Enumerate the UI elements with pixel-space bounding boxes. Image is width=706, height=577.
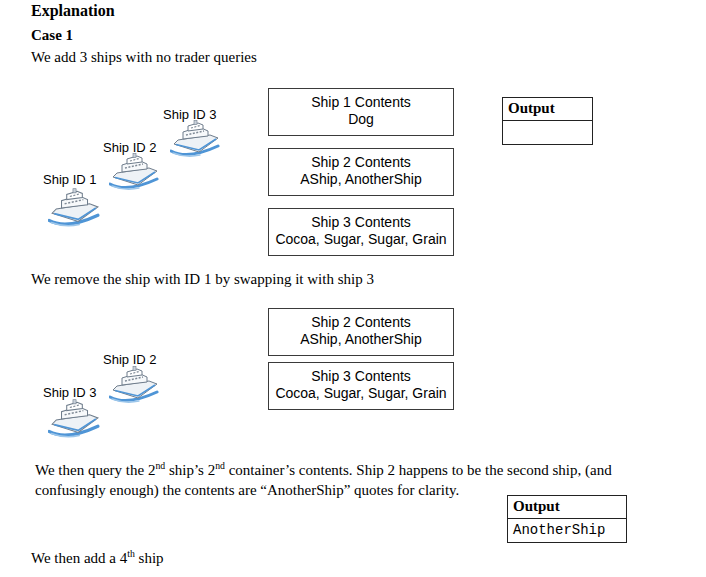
ship-icon — [110, 367, 157, 403]
output-table: OutputAnotherShip — [507, 495, 627, 543]
contents-text: Cocoa, Sugar, Sugar, Grain — [275, 385, 446, 402]
heading-text: Ship 2 Contents — [311, 154, 411, 171]
contents-box: Ship 1 ContentsDog — [268, 88, 454, 136]
table-header: Output — [503, 98, 592, 121]
heading-text: Ship 3 Contents — [311, 214, 411, 231]
heading-text: Ship 3 Contents — [311, 368, 411, 385]
contents-box: Ship 2 ContentsAShip, AnotherShip — [268, 148, 454, 196]
contents-box: Ship 3 ContentsCocoa, Sugar, Sugar, Grai… — [268, 362, 454, 410]
body-text: We remove the ship with ID 1 by swapping… — [31, 270, 374, 290]
ordinal-suffix: nd — [155, 460, 165, 471]
box-heading: Ship 2 Contents — [269, 154, 453, 171]
contents-box: Ship 2 ContentsAShip, AnotherShip — [268, 308, 454, 356]
heading: Explanation — [31, 1, 115, 22]
empty-cell — [503, 121, 592, 144]
ship-label: Ship ID 1 — [43, 172, 96, 189]
ordinal-suffix: th — [127, 548, 135, 559]
box-contents: Dog — [269, 111, 453, 128]
heading-text: Ship 2 Contents — [311, 314, 411, 331]
ship-label: Ship ID 3 — [43, 385, 96, 402]
ship-icon — [49, 400, 98, 437]
box-contents: AShip, AnotherShip — [269, 171, 453, 188]
contents-box: Ship 3 ContentsCocoa, Sugar, Sugar, Grai… — [268, 208, 454, 256]
case-heading: Case 1 — [31, 26, 73, 46]
heading-text: Ship 1 Contents — [311, 94, 411, 111]
contents-text: Cocoa, Sugar, Sugar, Grain — [275, 231, 446, 248]
contents-text: AShip, AnotherShip — [300, 171, 421, 188]
ship-icon — [49, 189, 98, 226]
ship-label: Ship ID 2 — [103, 352, 156, 369]
ship-icon — [110, 154, 157, 190]
body-text: We then add a 4th ship — [31, 549, 164, 569]
box-contents: Cocoa, Sugar, Sugar, Grain — [269, 231, 453, 248]
table-cell: AnotherShip — [508, 519, 626, 542]
box-contents: Cocoa, Sugar, Sugar, Grain — [269, 385, 453, 402]
box-heading: Ship 1 Contents — [269, 94, 453, 111]
box-contents: AShip, AnotherShip — [269, 331, 453, 348]
box-heading: Ship 3 Contents — [269, 368, 453, 385]
body-text: We add 3 ships with no trader queries — [31, 48, 257, 68]
table-header: Output — [508, 496, 626, 519]
contents-text: Dog — [348, 111, 374, 128]
box-heading: Ship 2 Contents — [269, 314, 453, 331]
output-table: Output — [502, 97, 593, 145]
contents-text: AShip, AnotherShip — [300, 331, 421, 348]
ship-icon — [171, 121, 218, 157]
box-heading: Ship 3 Contents — [269, 214, 453, 231]
ship-label: Ship ID 3 — [163, 107, 216, 124]
ordinal-suffix: nd — [215, 460, 225, 471]
ship-label: Ship ID 2 — [103, 140, 156, 157]
